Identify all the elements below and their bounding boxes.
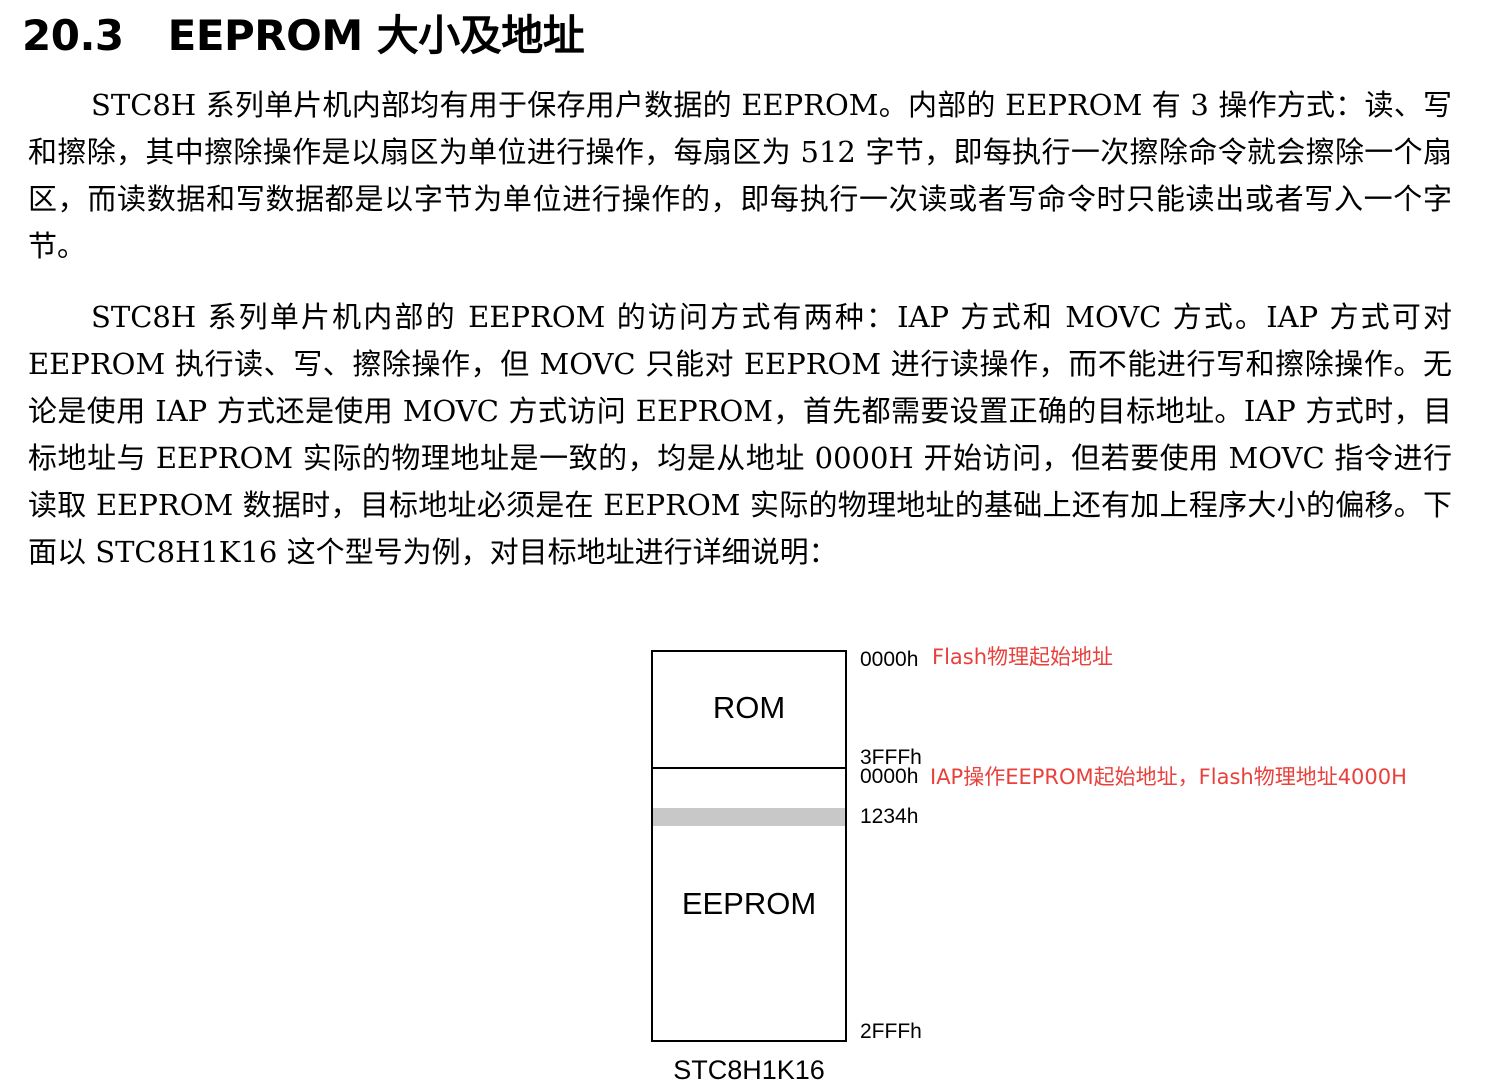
note-iap-start: IAP操作EEPROM起始地址，Flash物理地址4000H (930, 765, 1407, 789)
address-eeprom-marker: 1234h (860, 805, 919, 828)
address-eeprom-start: 0000h (860, 765, 919, 788)
address-rom-start: 0000h (860, 648, 919, 671)
rom-region-label: ROM (712, 690, 786, 725)
paragraph-eeprom-operations: STC8H 系列单片机内部均有用于保存用户数据的 EEPROM。内部的 EEPR… (28, 88, 1452, 263)
paragraph-eeprom-access: STC8H 系列单片机内部的 EEPROM 的访问方式有两种：IAP 方式和 M… (28, 300, 1452, 569)
section-heading: 20.3 EEPROM 大小及地址 (22, 8, 585, 64)
eeprom-region-label: EEPROM (681, 886, 817, 921)
section-title: EEPROM 大小及地址 (167, 11, 585, 60)
section-number: 20.3 (22, 11, 124, 60)
memory-map-box (651, 650, 847, 1042)
chip-model-label: STC8H1K16 (673, 1055, 825, 1085)
note-flash-start: Flash物理起始地址 (932, 645, 1114, 669)
address-rom-end: 3FFFh (860, 746, 922, 769)
address-1234h-band (653, 808, 845, 826)
rom-eeprom-divider (651, 767, 847, 769)
address-eeprom-end: 2FFFh (860, 1020, 922, 1043)
